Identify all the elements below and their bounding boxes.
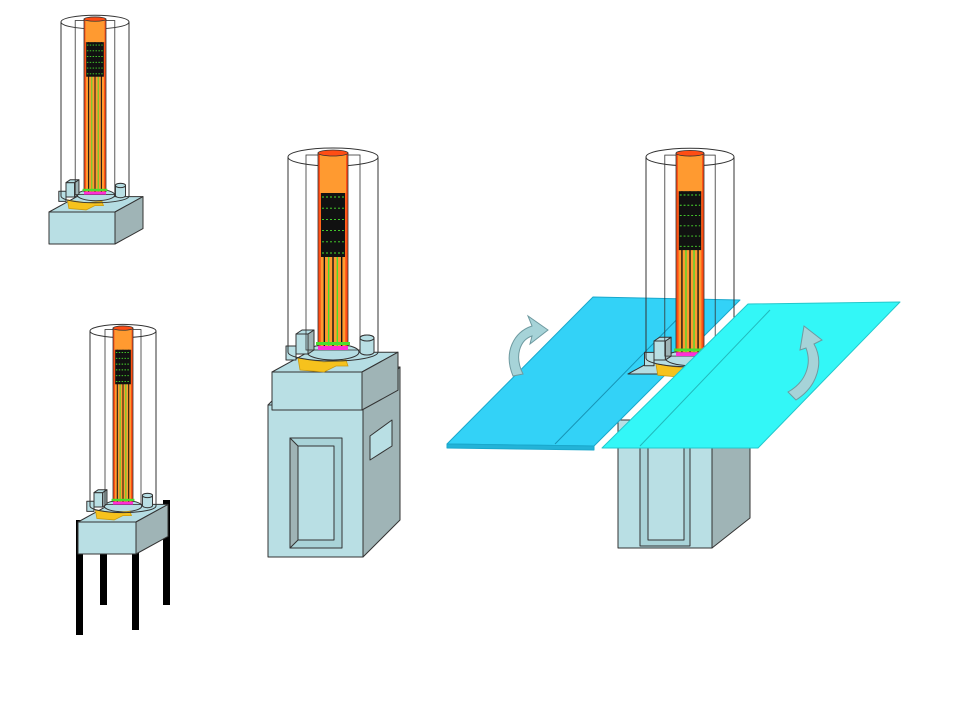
base-side — [361, 351, 399, 411]
base-front — [48, 211, 116, 245]
round-knob-top — [141, 492, 154, 499]
green-ring — [111, 498, 135, 501]
view-bare-base — [48, 14, 144, 245]
base-side — [135, 503, 169, 555]
cylinder-shell — [60, 22, 130, 204]
rod-core — [678, 191, 702, 251]
leg-3 — [132, 520, 139, 630]
magenta-ring — [318, 346, 348, 350]
view-with-folding-shelves — [446, 147, 901, 549]
base-side — [114, 196, 144, 245]
leg-4 — [163, 500, 170, 605]
green-ring — [316, 342, 350, 345]
rod-core — [321, 193, 345, 257]
left-shelf-edge — [446, 443, 595, 451]
square-post-top — [93, 489, 108, 494]
rotate-arrow-right-icon — [787, 325, 823, 401]
square-post-top — [295, 329, 315, 335]
rod-core — [115, 349, 131, 385]
leg-1 — [76, 520, 83, 635]
view-on-cabinet — [267, 147, 401, 558]
green-ring — [674, 348, 706, 352]
rod-top-cap — [83, 16, 107, 22]
square-post-top — [65, 179, 80, 184]
rotate-arrow-left-icon — [508, 314, 549, 377]
rod-top-cap — [675, 149, 705, 157]
cabinet-door-bevel — [289, 437, 299, 549]
cabinet-side-hatch — [369, 419, 393, 461]
cylinder-shell — [89, 331, 157, 514]
square-post — [653, 340, 666, 361]
round-knob-top — [359, 334, 375, 342]
leg-2 — [100, 515, 107, 605]
square-post — [93, 492, 104, 508]
cylinder-shell — [287, 157, 379, 362]
square-post-top — [653, 336, 672, 342]
rod-top-cap — [317, 149, 349, 157]
view-on-legs — [76, 323, 170, 635]
magenta-ring — [113, 501, 133, 505]
base-front — [77, 521, 137, 555]
magenta-ring — [84, 191, 106, 195]
rod-core — [86, 42, 104, 77]
cabinet-door-inner — [297, 445, 335, 541]
magenta-ring — [676, 352, 704, 357]
base-front — [271, 371, 363, 411]
round-knob-top — [114, 182, 127, 189]
green-ring — [82, 188, 108, 191]
left-shelf-fold-line — [554, 305, 691, 445]
small-block — [58, 190, 67, 202]
right-folding-shelf — [601, 301, 901, 449]
cabinet-door-inner — [647, 447, 685, 541]
square-post — [65, 182, 76, 198]
rod-top-cap — [112, 325, 134, 331]
right-shelf-fold-line — [639, 309, 771, 447]
